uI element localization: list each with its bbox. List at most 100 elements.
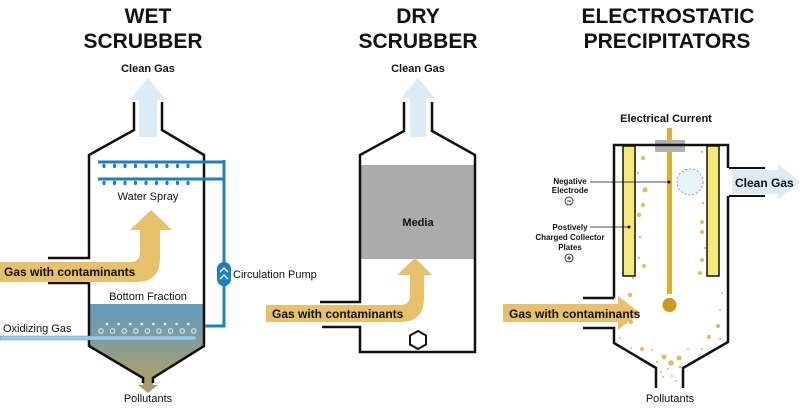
dust-particle xyxy=(676,355,682,361)
bubble xyxy=(105,322,109,326)
dry-hexagon-icon xyxy=(409,329,427,351)
dust-particle xyxy=(671,375,673,377)
esp-gas-in-label: Gas with contaminants xyxy=(509,307,641,321)
collector-plate-right xyxy=(706,145,720,277)
esp-vessel-left-lower-wall xyxy=(583,326,658,388)
esp-vessel-left-wall xyxy=(612,143,730,298)
bubble xyxy=(109,328,116,334)
bubble xyxy=(140,322,144,326)
bubble xyxy=(144,328,151,334)
water-droplet xyxy=(186,180,190,186)
wet-title-line1: WET xyxy=(125,5,172,28)
dust-particle xyxy=(662,376,664,378)
wet-clean-gas-arrow xyxy=(130,78,166,137)
dry-clean-gas-label: Clean Gas xyxy=(391,63,445,75)
dust-particle xyxy=(642,264,646,268)
esp-panel: ELECTROSTATIC PRECIPITATORS Electrical C… xyxy=(503,5,800,405)
bubble xyxy=(186,322,190,326)
negative-electrode-leader-dot xyxy=(667,180,671,184)
dust-particle xyxy=(700,150,704,154)
water-droplet xyxy=(144,180,148,186)
wet-bottom-liquid xyxy=(89,304,204,378)
dust-particle xyxy=(675,380,677,382)
bottom-fraction-label: Bottom Fraction xyxy=(109,291,187,303)
bubble xyxy=(121,328,127,334)
dry-scrubber-panel: DRY SCRUBBER Clean Gas Media Gas with co… xyxy=(266,5,478,354)
dust-particle xyxy=(678,365,682,369)
wet-vessel-right-wall xyxy=(151,102,206,383)
bubble xyxy=(191,328,197,334)
bubble xyxy=(98,328,104,334)
wet-gas-in-arrow xyxy=(0,210,172,282)
water-droplet xyxy=(175,163,180,169)
pollutants-outlet-arrow xyxy=(138,378,158,393)
bubble xyxy=(133,328,139,334)
circulation-pump-label: Circulation Pump xyxy=(233,269,317,281)
dust-particle xyxy=(706,334,712,340)
dust-particle xyxy=(651,349,653,351)
water-droplet xyxy=(154,180,159,186)
dust-particle xyxy=(636,171,640,175)
bubble xyxy=(167,328,174,334)
water-droplet xyxy=(123,180,127,186)
negative-charge-icon xyxy=(564,196,574,206)
water-droplet xyxy=(165,163,169,169)
dust-particle xyxy=(687,348,689,350)
water-droplet xyxy=(175,180,180,186)
bubble xyxy=(175,322,178,326)
bubble xyxy=(156,328,162,334)
dust-particle xyxy=(640,155,646,161)
dust-particle xyxy=(700,220,704,224)
bubble xyxy=(163,322,167,326)
dry-vessel-right-wall xyxy=(322,102,477,354)
water-droplet xyxy=(165,180,169,186)
esp-clean-gas-arrow xyxy=(732,164,800,200)
wet-scrubber-panel: WET SCRUBBER Clean Gas Water Spray Circu… xyxy=(0,5,317,405)
wet-vessel-left-wall xyxy=(48,102,136,260)
electrode-weight xyxy=(662,298,677,312)
esp-title-line2: PRECIPITATORS xyxy=(584,30,751,53)
dust-particle xyxy=(656,361,658,363)
oxidizing-gas-label: Oxidizing Gas xyxy=(3,323,72,335)
dust-particle xyxy=(715,323,721,329)
dust-particle xyxy=(698,271,702,275)
water-droplet xyxy=(154,163,159,169)
esp-gas-in-arrow xyxy=(503,296,640,330)
dust-particle xyxy=(642,187,648,193)
dust-particle xyxy=(701,201,705,205)
collector-plate-left xyxy=(622,145,636,277)
media-bed xyxy=(361,165,476,259)
esp-pollutants-label: Pollutants xyxy=(646,393,695,405)
dust-particle xyxy=(636,212,642,218)
dust-particle xyxy=(638,235,642,239)
wet-gas-in-label: Gas with contaminants xyxy=(4,265,136,279)
water-droplet xyxy=(133,163,138,169)
negative-electrode-label-2: Electrode xyxy=(552,186,589,195)
dust-particle xyxy=(721,292,723,294)
bubble xyxy=(152,322,155,326)
water-droplet xyxy=(102,180,106,186)
oxidizing-gas-pipe xyxy=(0,335,197,341)
esp-vessel-right-wall xyxy=(681,196,730,388)
dust-particle xyxy=(640,202,646,208)
dry-vessel-left-wall xyxy=(320,102,406,304)
dust-particle xyxy=(631,276,635,280)
dust-particle xyxy=(661,354,667,360)
wet-title-line2: SCRUBBER xyxy=(83,30,202,53)
dust-particle xyxy=(703,246,707,250)
dust-particle xyxy=(667,368,669,370)
dust-particle xyxy=(719,338,721,340)
dry-title-line1: DRY xyxy=(396,5,440,28)
dust-particle xyxy=(660,371,662,373)
water-spray-label: Water Spray xyxy=(118,191,179,203)
dust-particle xyxy=(627,292,633,298)
electrical-current-label: Electrical Current xyxy=(620,113,712,125)
dust-particle xyxy=(630,347,632,349)
esp-title-line1: ELECTROSTATIC xyxy=(581,5,754,28)
water-droplet xyxy=(186,163,190,169)
dust-particle xyxy=(637,256,641,260)
dust-particles xyxy=(619,150,723,382)
water-droplet xyxy=(133,180,138,186)
water-droplet xyxy=(112,163,117,169)
